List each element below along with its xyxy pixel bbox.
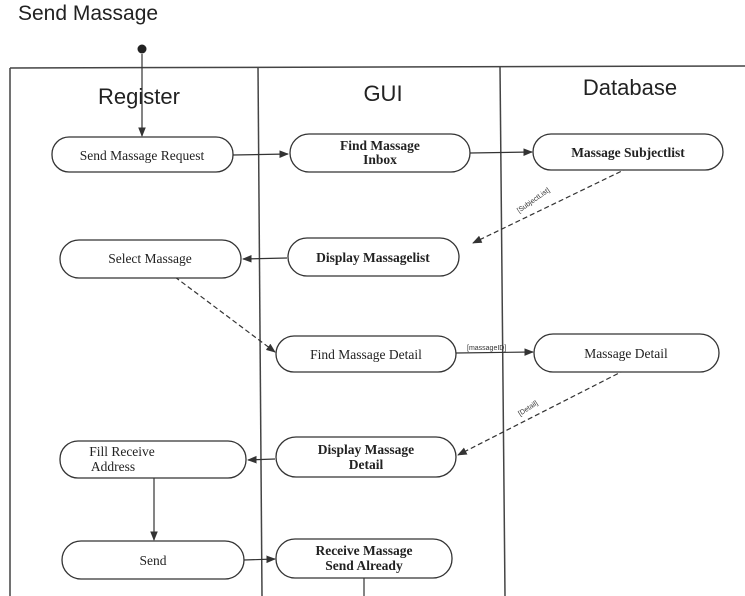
node-label: Inbox: [363, 152, 397, 167]
edge-detail-to-displaydetail: [457, 369, 626, 456]
activity-send: [61, 540, 245, 580]
node-label: Detail: [349, 457, 384, 472]
initial-node: [137, 44, 147, 54]
guard-label: [massageID]: [467, 345, 506, 352]
activity-find-inbox: [289, 133, 471, 173]
node-label: Receive Massage: [315, 543, 412, 558]
activity-receive-sent: [275, 538, 453, 579]
node-label: Find Massage Detail: [310, 347, 422, 362]
swimlane-frame: [9, 65, 745, 596]
edge-displaylist-to-select: [242, 254, 288, 263]
activity-display-list: [287, 237, 460, 277]
activity-display-detail: [275, 436, 457, 478]
activity-find-detail: [275, 335, 457, 373]
node-label: Find Massage: [340, 138, 420, 153]
node-label: Display Massage: [318, 442, 414, 457]
lane-header-register: Register: [98, 84, 180, 109]
activity-massage-detail: [533, 333, 720, 373]
node-label: Display Massagelist: [316, 250, 430, 265]
edge-finddetail-to-detail: [455, 348, 534, 356]
guard-label: [SubjectList]: [516, 187, 551, 215]
activity-select-massage: [59, 239, 242, 279]
lane-header-gui: GUI: [363, 81, 402, 106]
node-label: Address: [91, 459, 135, 474]
activity-fill-address: [59, 440, 247, 479]
node-label: Send Already: [325, 558, 403, 573]
activity-subject-list: [532, 133, 724, 171]
node-label: Select Massage: [108, 251, 192, 266]
edge-send-to-receive: [243, 555, 276, 564]
node-label: Fill Receive: [89, 444, 155, 459]
lane-header-database: Database: [583, 75, 677, 100]
diagram-title: Send Massage: [18, 2, 159, 25]
edge-subjectlist-to-displaylist: [472, 167, 629, 244]
edge-select-to-finddetail: [174, 276, 276, 353]
node-label: Massage Detail: [584, 346, 668, 361]
node-label: Send Massage Request: [80, 148, 205, 163]
edge-displaydetail-to-fill: [247, 455, 276, 464]
edge-request-to-inbox: [232, 150, 289, 158]
node-label: Send: [140, 553, 167, 568]
node-label: Massage Subjectlist: [571, 145, 685, 160]
edge-inbox-to-subjectlist: [469, 148, 533, 156]
activity-send-request: [51, 136, 234, 173]
